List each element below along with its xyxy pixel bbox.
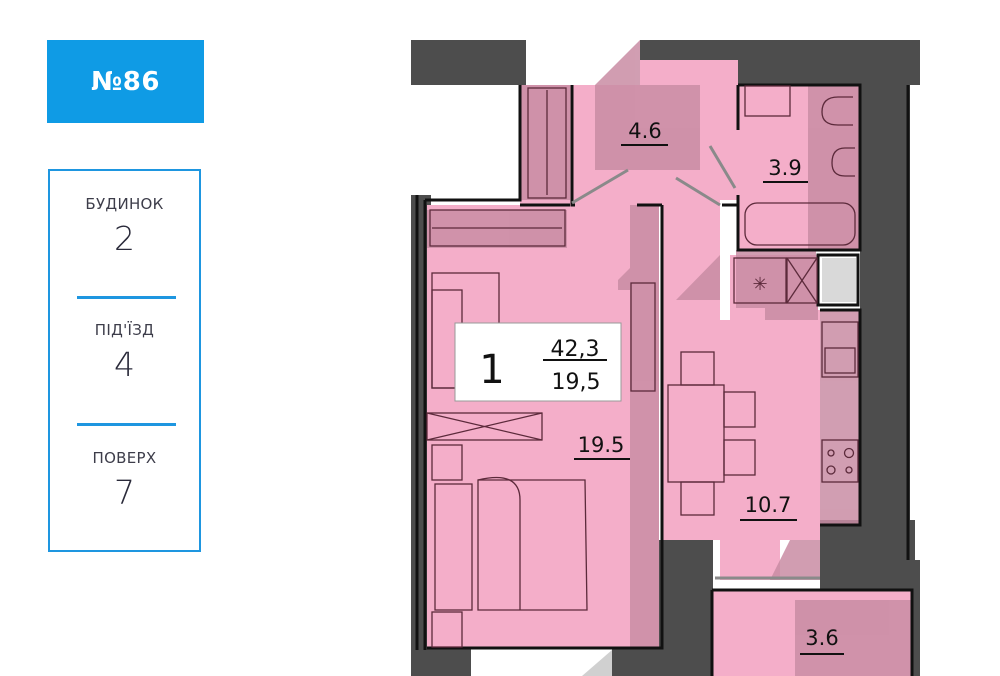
floor-label: ПОВЕРХ [92,449,157,467]
floor-value: 7 [114,473,135,512]
fan-icon: ✳ [752,274,767,295]
ventilation-shaft [822,258,856,302]
divider [77,296,176,299]
hallway-area: 4.6 [628,119,661,143]
balcony-area: 3.6 [805,626,838,650]
room-area-labels: 4.6 3.9 19.5 10.7 3.6 [574,119,844,655]
apartment-number: №86 [91,66,160,97]
info-entrance: ПІД'ЇЗД 4 [50,321,199,384]
apartment-info-card: БУДИНОК 2 ПІД'ЇЗД 4 ПОВЕРХ 7 [48,169,201,552]
kitchen-area: 10.7 [745,493,792,517]
bedroom-area: 19.5 [578,433,625,457]
wall-lines [415,83,914,676]
living-area: 19,5 [552,370,601,395]
furniture [426,85,859,648]
apartment-summary: 1 42,3 19,5 [454,322,622,402]
building-value: 2 [114,219,135,258]
rooms-count: 1 [479,347,504,393]
entrance-label: ПІД'ЇЗД [94,321,155,339]
bathroom-area: 3.9 [768,156,801,180]
info-floor: ПОВЕРХ 7 [50,449,199,512]
info-building: БУДИНОК 2 [50,195,199,258]
total-area: 42,3 [551,337,600,362]
building-label: БУДИНОК [85,195,164,213]
doors [571,145,820,580]
entrance-value: 4 [114,345,135,384]
divider [77,423,176,426]
apartment-number-badge: №86 [47,40,204,123]
